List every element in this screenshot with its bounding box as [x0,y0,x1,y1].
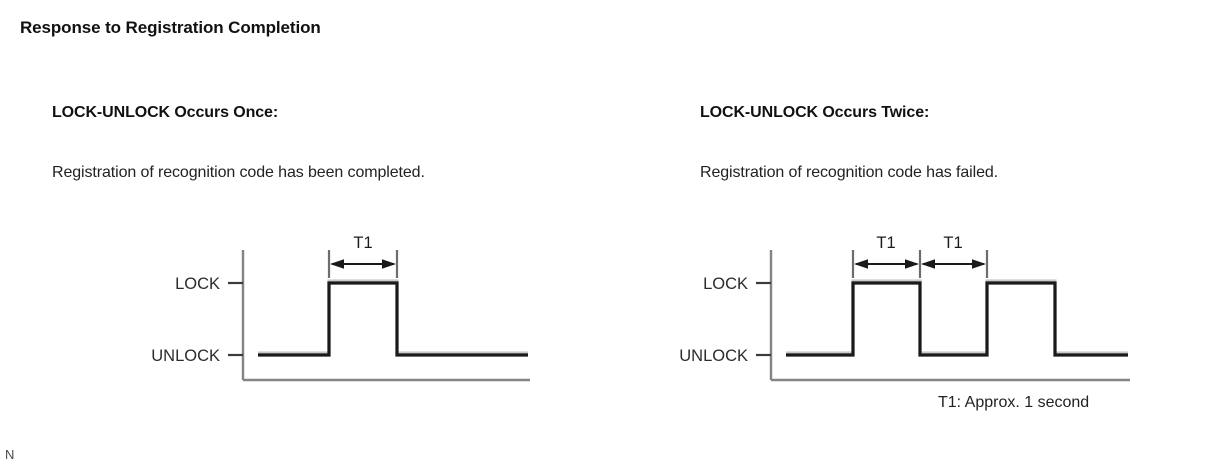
panel-heading: LOCK-UNLOCK Occurs Twice: [700,104,930,121]
signal-shadow [258,279,528,355]
dimension-label-t1: T1 [353,236,372,252]
dimension-label-t1-second: T1 [943,236,962,252]
page-mark: N [5,447,15,462]
page-title: Response to Registration Completion [20,18,321,37]
dimension-arrowhead-right-1 [905,259,919,269]
lock-label: LOCK [175,275,220,293]
signal-waveform-once [258,281,528,357]
panel-description: Registration of recognition code has bee… [52,164,425,181]
panel-heading: LOCK-UNLOCK Occurs Once: [52,104,279,121]
dimension-arrowhead-left-2 [921,259,935,269]
unlock-label: UNLOCK [151,347,220,365]
signal-waveform-twice [786,281,1128,357]
dimension-arrowhead-left [330,259,344,269]
chart-note: T1: Approx. 1 second [938,394,1090,411]
unlock-label: UNLOCK [679,347,748,365]
timing-chart-once: LOCK UNLOCK T1 [0,236,660,406]
dimension-label-t1-first: T1 [876,236,895,252]
panel-description: Registration of recognition code has fai… [700,164,999,181]
lock-label: LOCK [703,275,748,293]
panel-lock-unlock-once: LOCK-UNLOCK Occurs Once: Registration of… [0,104,660,406]
signal-shadow [786,279,1128,355]
dimension-arrowhead-right-2 [972,259,986,269]
dimension-arrowhead-right [382,259,396,269]
dimension-arrowhead-left-1 [854,259,868,269]
panel-lock-unlock-twice: LOCK-UNLOCK Occurs Twice: Registration o… [648,0,1208,472]
timing-chart-twice: LOCK UNLOCK T1 T1 [648,236,1208,406]
